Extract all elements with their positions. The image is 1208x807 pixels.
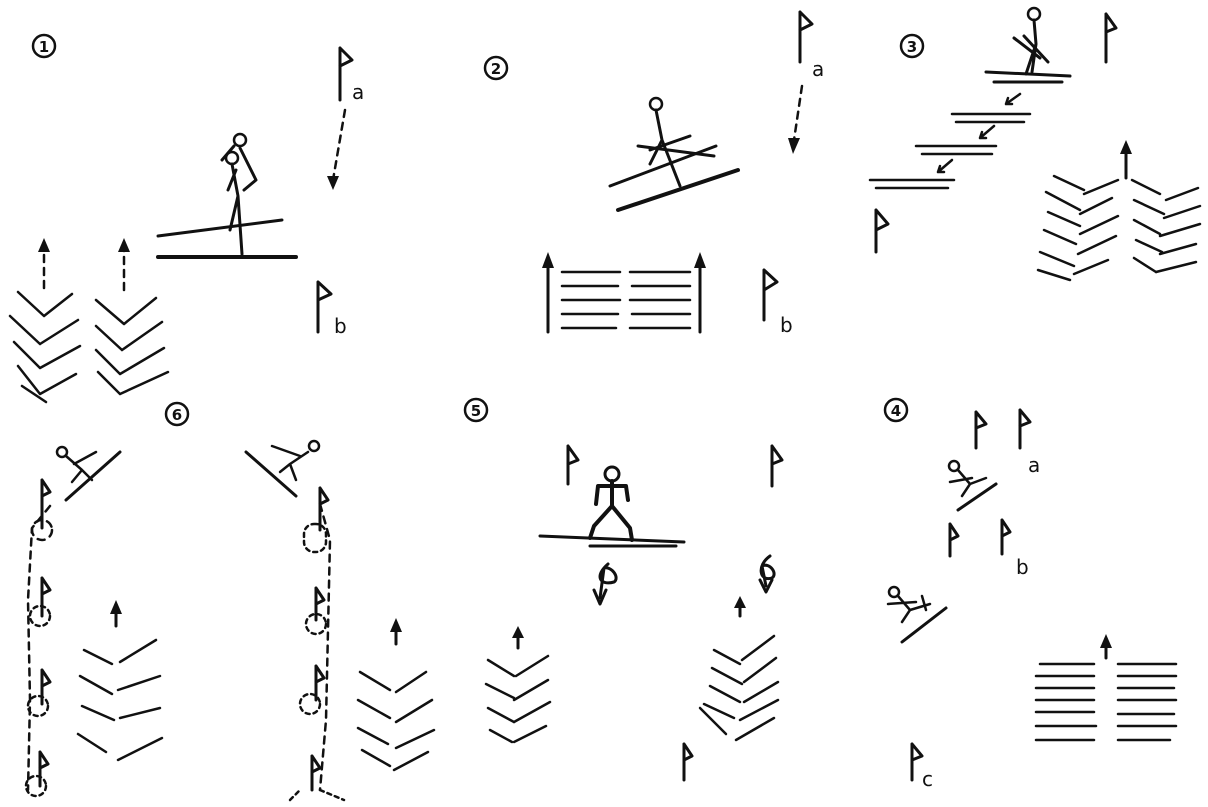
- turn-arrow-left: [594, 564, 616, 604]
- flag-a: a: [340, 48, 364, 104]
- arrow-head: [38, 238, 50, 252]
- svg-text:b: b: [334, 314, 347, 338]
- svg-text:3: 3: [907, 38, 917, 56]
- herringbone-tracks: [1038, 176, 1200, 280]
- sidestep-stairs: [870, 114, 1030, 188]
- skier-lower: [888, 587, 946, 642]
- svg-text:6: 6: [172, 406, 182, 424]
- panel-number-3: 3: [901, 35, 923, 57]
- skier-figure: [158, 134, 296, 257]
- flag-c: c: [912, 744, 933, 791]
- flag: [568, 446, 578, 484]
- slalom-course-right: [290, 488, 344, 800]
- flag: [950, 524, 958, 556]
- arrow-head: [1100, 634, 1112, 648]
- flag-b: b: [318, 282, 347, 338]
- turn-arrow-right: [760, 556, 774, 592]
- arrow-head: [512, 626, 524, 638]
- svg-text:a: a: [812, 57, 824, 81]
- skier-figure: [986, 8, 1070, 82]
- arrow-head: [1120, 140, 1132, 154]
- herringbone-tracks: [700, 636, 778, 740]
- dashed-arrow-down: [794, 86, 802, 140]
- skier-figure: [540, 467, 684, 546]
- panel-2: 2 a b: [485, 12, 824, 337]
- small-arrows: [938, 94, 1020, 172]
- panel-4: 4 a b: [885, 399, 1176, 791]
- flag: [772, 446, 782, 486]
- flag-a: a: [800, 12, 824, 81]
- panel-1: 1 a b: [10, 35, 364, 402]
- arrow-head: [390, 618, 402, 632]
- panel-5: 5: [465, 399, 782, 780]
- panel-number-5: 5: [465, 399, 487, 421]
- skier-upper: [949, 461, 996, 510]
- arrow-head: [788, 138, 800, 154]
- skier-left: [57, 447, 120, 500]
- herringbone-tracks: [358, 672, 434, 770]
- sidestep-tracks: [562, 272, 690, 328]
- svg-text:2: 2: [491, 60, 501, 78]
- svg-text:b: b: [1016, 555, 1029, 579]
- sidestep-tracks: [1036, 664, 1176, 740]
- svg-text:a: a: [1028, 453, 1040, 477]
- svg-text:5: 5: [471, 402, 481, 420]
- flag-b: b: [764, 270, 793, 337]
- dashed-arrow-down: [333, 110, 345, 180]
- svg-text:a: a: [352, 80, 364, 104]
- panel-6: 6: [26, 403, 434, 800]
- arrow-head: [110, 600, 122, 614]
- skier-right: [246, 441, 319, 496]
- skier-figure: [610, 98, 738, 210]
- arrow-head: [327, 176, 339, 190]
- svg-text:c: c: [922, 767, 933, 791]
- arrow-head: [734, 596, 746, 608]
- svg-text:b: b: [780, 313, 793, 337]
- svg-text:1: 1: [39, 38, 49, 56]
- panel-number-4: 4: [885, 399, 907, 421]
- svg-text:4: 4: [891, 402, 901, 420]
- flag: [684, 744, 692, 780]
- flag: [1106, 14, 1116, 62]
- panel-number-6: 6: [166, 403, 188, 425]
- panel-number-1: 1: [33, 35, 55, 57]
- herringbone-tracks: [486, 656, 550, 742]
- flag-a: a: [1020, 410, 1040, 477]
- arrow-head: [542, 252, 554, 268]
- panel-3: 3: [870, 8, 1200, 280]
- arrow-head: [118, 238, 130, 252]
- herringbone-tracks: [78, 640, 162, 760]
- panel-number-2: 2: [485, 57, 507, 79]
- herringbone-tracks: [10, 292, 168, 402]
- flag-b: b: [1002, 520, 1029, 579]
- flag: [876, 210, 888, 252]
- arrow-head: [694, 252, 706, 268]
- slalom-course-left: [26, 480, 52, 796]
- flag: [976, 412, 986, 448]
